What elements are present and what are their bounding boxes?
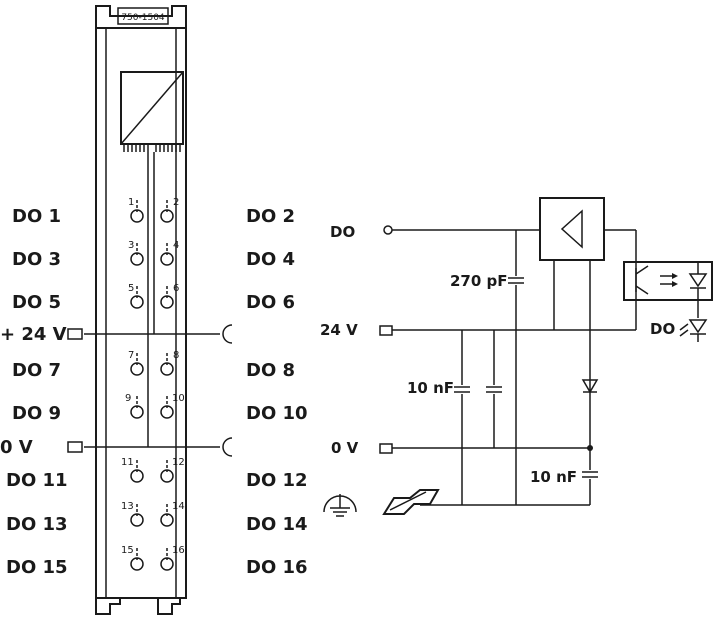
schematic-do-label: DO xyxy=(330,223,355,241)
terminal-5: 5 xyxy=(128,283,144,309)
terminal-2: 2 xyxy=(160,197,179,223)
buffer-triangle-icon xyxy=(560,209,583,249)
terminal-14: 14 xyxy=(160,501,185,527)
terminal-15: 15 xyxy=(121,545,144,571)
terminal-3: 3 xyxy=(128,240,144,266)
label-do1: DO 1 xyxy=(12,206,61,227)
label-do12: DO 12 xyxy=(246,470,308,491)
label-do14: DO 14 xyxy=(246,514,308,535)
0v-terminal-icon xyxy=(379,443,393,454)
svg-text:11: 11 xyxy=(121,457,134,468)
label-do9: DO 9 xyxy=(12,403,61,424)
terminal-9: 9 xyxy=(125,393,144,419)
do-terminal-icon xyxy=(383,225,393,235)
24v-terminal-icon xyxy=(379,325,393,336)
label-do8: DO 8 xyxy=(246,360,295,381)
terminal-16: 16 xyxy=(160,545,185,571)
converter-block xyxy=(120,71,184,152)
svg-text:9: 9 xyxy=(125,393,131,404)
left-labels: DO 1 DO 3 DO 5 + 24 V DO 7 DO 9 0 V DO 1… xyxy=(0,206,68,578)
terminal-7: 7 xyxy=(128,350,144,376)
svg-text:8: 8 xyxy=(173,350,179,361)
label-do5: DO 5 xyxy=(12,292,61,313)
label-do2: DO 2 xyxy=(246,206,295,227)
svg-text:13: 13 xyxy=(121,501,134,512)
svg-text:1: 1 xyxy=(128,197,134,208)
svg-text:12: 12 xyxy=(172,457,185,468)
svg-text:7: 7 xyxy=(128,350,134,361)
label-do10: DO 10 xyxy=(246,403,308,424)
svg-text:5: 5 xyxy=(128,283,134,294)
cap-10nf-label-bottom: 10 nF xyxy=(530,468,577,486)
svg-text:750-1504: 750-1504 xyxy=(121,13,165,23)
terminal-11: 11 xyxy=(121,457,144,483)
right-labels: DO 2 DO 4 DO 6 DO 8 DO 10 DO 12 DO 14 DO… xyxy=(246,206,308,578)
cap-270pf-label: 270 pF xyxy=(450,272,508,290)
label-do16: DO 16 xyxy=(246,557,308,578)
terminals: 1 2 3 4 5 6 7 xyxy=(121,197,185,571)
svg-text:3: 3 xyxy=(128,240,134,251)
led-icon xyxy=(679,300,708,342)
schematic-0v-label: 0 V xyxy=(331,439,359,457)
optocoupler-icon xyxy=(623,261,713,301)
terminal-1: 1 xyxy=(128,197,144,223)
rail-24v xyxy=(67,324,233,344)
label-24v: + 24 V xyxy=(0,324,67,345)
label-do7: DO 7 xyxy=(12,360,61,381)
din-rail-icon xyxy=(382,489,440,515)
terminal-10: 10 xyxy=(160,393,185,419)
label-do13: DO 13 xyxy=(6,514,68,535)
schematic-24v-label: 24 V xyxy=(320,321,358,339)
label-do11: DO 11 xyxy=(6,470,68,491)
svg-text:2: 2 xyxy=(173,197,179,208)
svg-text:14: 14 xyxy=(172,501,185,512)
svg-text:6: 6 xyxy=(173,283,179,294)
schematic: DO 24 V 0 V 270 pF 10 nF 10 nF DO xyxy=(320,197,713,517)
label-do3: DO 3 xyxy=(12,249,61,270)
svg-text:16: 16 xyxy=(172,545,185,556)
label-do15: DO 15 xyxy=(6,557,68,578)
terminal-6: 6 xyxy=(160,283,179,309)
cap-10nf-label-left: 10 nF xyxy=(407,379,454,397)
terminal-4: 4 xyxy=(160,240,179,266)
rail-0v xyxy=(67,437,233,457)
led-do-label: DO xyxy=(650,320,675,338)
terminal-13: 13 xyxy=(121,501,144,527)
terminal-12: 12 xyxy=(160,457,185,483)
svg-text:10: 10 xyxy=(172,393,185,404)
earth-ground-icon xyxy=(323,494,357,517)
label-0v: 0 V xyxy=(0,437,33,458)
driver-block xyxy=(539,197,605,261)
part-number-label: 750-1504 xyxy=(117,7,169,25)
svg-text:15: 15 xyxy=(121,545,134,556)
label-do6: DO 6 xyxy=(246,292,295,313)
terminal-8: 8 xyxy=(160,350,179,376)
svg-text:4: 4 xyxy=(173,240,179,251)
label-do4: DO 4 xyxy=(246,249,295,270)
module-body xyxy=(95,5,187,615)
diode-icon xyxy=(581,379,599,394)
